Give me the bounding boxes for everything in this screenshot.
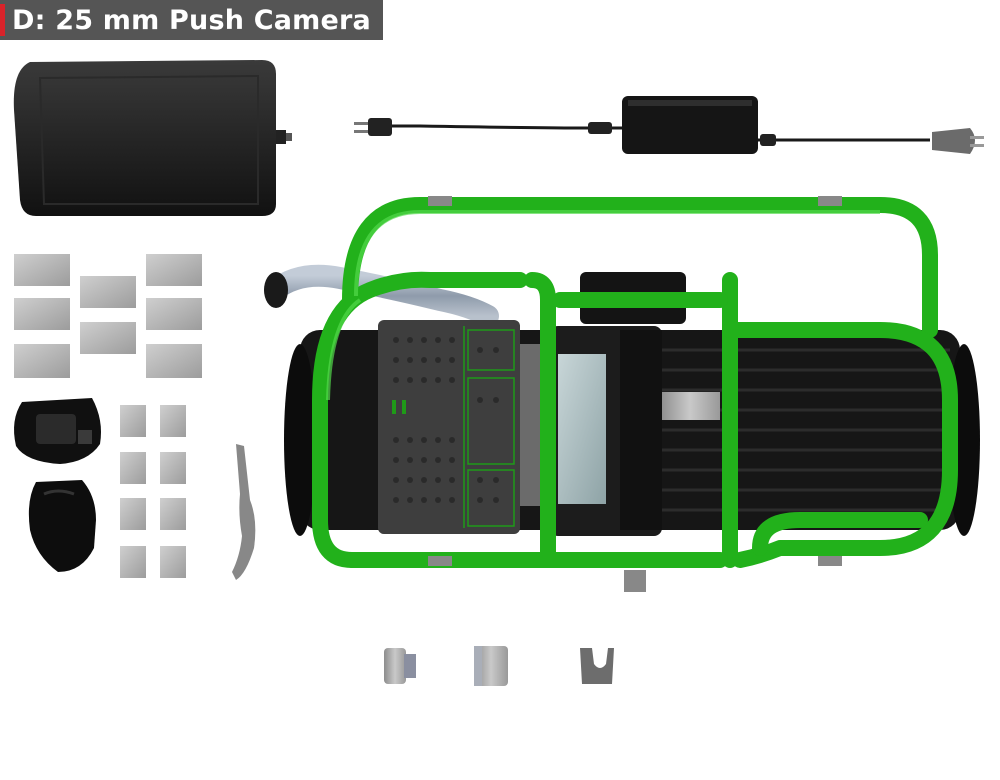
camera-cap-icon: [28, 480, 96, 572]
hose-fitting-icon: [384, 648, 416, 684]
page-title: D: 25 mm Push Camera: [12, 4, 371, 36]
gray-clip-blocks-large: [14, 254, 202, 378]
u-clip-icon: [580, 648, 614, 684]
title-accent-bar: [0, 4, 5, 36]
title-tag: D: 25 mm Push Camera: [0, 0, 383, 40]
power-adapter-icon: [354, 96, 984, 154]
hook-wrench-icon: [232, 444, 256, 580]
coupling-nut-icon: [474, 646, 508, 686]
battery-pack-icon: [13, 60, 292, 216]
gray-clip-blocks-small: [120, 405, 186, 578]
camera-mount-icon: [14, 398, 101, 464]
push-camera-reel-icon: [264, 196, 980, 592]
